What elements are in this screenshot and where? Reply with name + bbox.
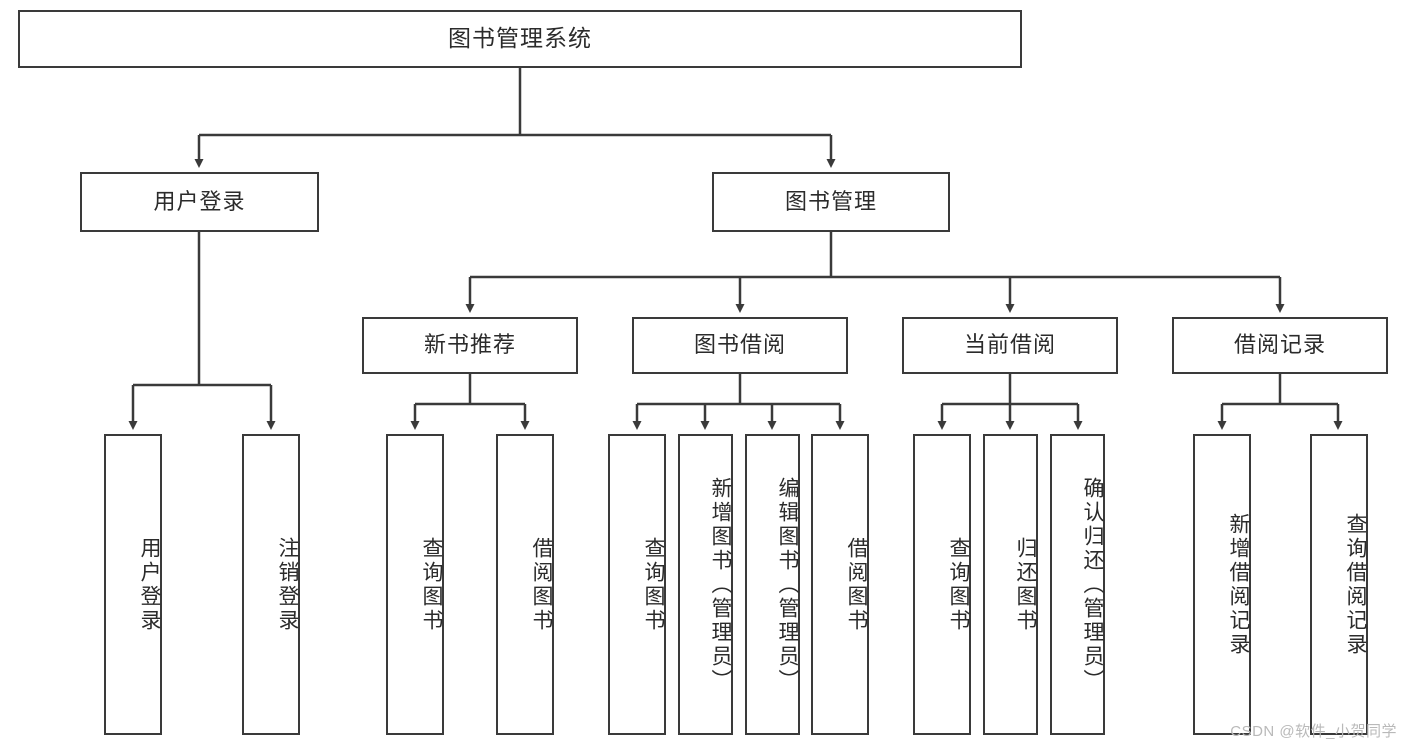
- leaf-borrow-query-books[interactable]: 查询图书: [608, 434, 666, 735]
- leaf-borrow-edit-book-admin-label: 编辑图书（管理员）: [776, 476, 799, 693]
- node-borrow-records-label: 借阅记录: [1233, 332, 1326, 358]
- leaf-borrow-edit-book-admin[interactable]: 编辑图书（管理员）: [745, 434, 800, 735]
- leaf-current-query-books[interactable]: 查询图书: [913, 434, 971, 735]
- leaf-newbook-borrow-books-label: 借阅图书: [530, 536, 553, 633]
- node-new-book-recommend-label: 新书推荐: [423, 332, 516, 358]
- leaf-records-query-record-label: 查询借阅记录: [1344, 512, 1367, 657]
- leaf-records-query-record[interactable]: 查询借阅记录: [1310, 434, 1368, 735]
- leaf-records-add-record-label: 新增借阅记录: [1227, 512, 1250, 657]
- node-current-borrow-label: 当前借阅: [963, 332, 1056, 358]
- leaf-borrow-add-book-admin-label: 新增图书（管理员）: [709, 476, 732, 693]
- leaf-newbook-query-books-label: 查询图书: [420, 536, 443, 633]
- node-book-borrow-label: 图书借阅: [693, 332, 786, 358]
- leaf-current-return-books-label: 归还图书: [1014, 536, 1037, 633]
- leaf-records-add-record[interactable]: 新增借阅记录: [1193, 434, 1251, 735]
- node-book-management-label: 图书管理: [784, 188, 877, 214]
- leaf-current-confirm-return-admin-label: 确认归还（管理员）: [1081, 476, 1104, 693]
- leaf-current-return-books[interactable]: 归还图书: [983, 434, 1038, 735]
- node-current-borrow[interactable]: 当前借阅: [902, 317, 1118, 374]
- leaf-user-login-label: 用户登录: [138, 536, 161, 633]
- leaf-user-login[interactable]: 用户登录: [104, 434, 162, 735]
- leaf-borrow-add-book-admin[interactable]: 新增图书（管理员）: [678, 434, 733, 735]
- node-book-borrow[interactable]: 图书借阅: [632, 317, 848, 374]
- node-borrow-records[interactable]: 借阅记录: [1172, 317, 1388, 374]
- leaf-current-query-books-label: 查询图书: [947, 536, 970, 633]
- leaf-borrow-query-books-label: 查询图书: [642, 536, 665, 633]
- node-root-label: 图书管理系统: [448, 25, 592, 52]
- node-new-book-recommend[interactable]: 新书推荐: [362, 317, 578, 374]
- node-user-login[interactable]: 用户登录: [80, 172, 319, 232]
- leaf-logout[interactable]: 注销登录: [242, 434, 300, 735]
- leaf-newbook-borrow-books[interactable]: 借阅图书: [496, 434, 554, 735]
- leaf-current-confirm-return-admin[interactable]: 确认归还（管理员）: [1050, 434, 1105, 735]
- leaf-logout-label: 注销登录: [276, 536, 299, 633]
- leaf-newbook-query-books[interactable]: 查询图书: [386, 434, 444, 735]
- leaf-borrow-borrow-books[interactable]: 借阅图书: [811, 434, 869, 735]
- leaf-borrow-borrow-books-label: 借阅图书: [845, 536, 868, 633]
- node-book-management[interactable]: 图书管理: [712, 172, 950, 232]
- watermark: CSDN @软件_小贺同学: [1230, 723, 1397, 740]
- node-root[interactable]: 图书管理系统: [18, 10, 1022, 68]
- node-user-login-label: 用户登录: [153, 188, 246, 214]
